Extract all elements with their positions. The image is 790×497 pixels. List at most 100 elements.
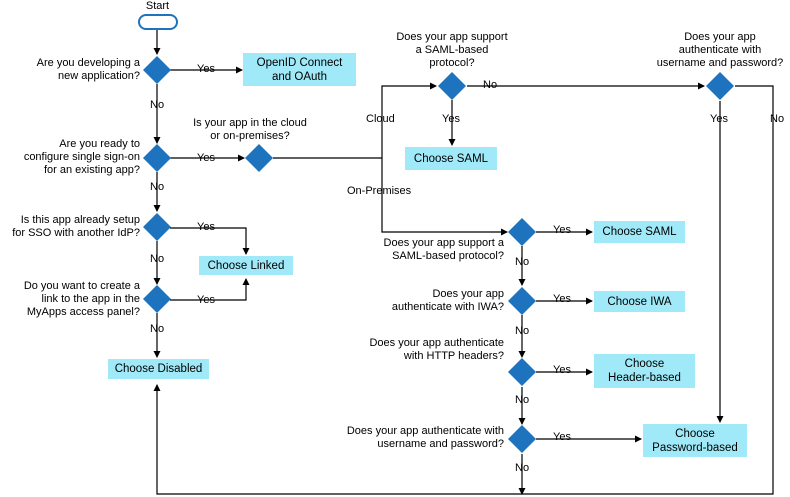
diamond-http-headers xyxy=(508,358,536,386)
edge-label-no: No xyxy=(770,113,785,125)
question-line: Does your app xyxy=(684,31,756,43)
question-line: Is this app already setup xyxy=(20,214,140,226)
diamond-new-app xyxy=(143,56,171,84)
outcome-choose-disabled: Choose Disabled xyxy=(108,359,209,379)
question-line: authenticate with IWA? xyxy=(391,301,504,313)
edge-label-yes: Yes xyxy=(442,113,460,125)
outcome-line: Choose SAML xyxy=(413,152,489,165)
question-line: Does your app authenticate with xyxy=(346,425,504,437)
question-password-top: Does your app authenticate with username… xyxy=(640,31,790,70)
question-saml-cloud: Does your app support a SAML-based proto… xyxy=(382,31,522,70)
decision-diamonds xyxy=(143,56,734,453)
connector-onprem xyxy=(381,158,508,236)
edge-label-yes: Yes xyxy=(710,113,728,125)
diamond-idp-setup xyxy=(143,213,171,241)
edge-label-no: No xyxy=(515,394,530,406)
edge-label-yes: Yes xyxy=(553,224,571,236)
outcome-line: Choose IWA xyxy=(607,295,672,308)
edge-label-no: No xyxy=(150,99,165,111)
question-cloud-onprem: Is your app in the cloud or on-premises? xyxy=(180,117,320,143)
edge-label-no: No xyxy=(150,253,165,265)
outcome-choose-iwa: Choose IWA xyxy=(594,291,685,312)
connector-cloud xyxy=(381,82,437,158)
question-idp-setup: Is this app already setup for SSO with a… xyxy=(0,214,140,240)
diamond-iwa xyxy=(508,287,536,315)
question-line: Does your app authenticate xyxy=(369,337,504,349)
question-new-app: Are you developing a new application? xyxy=(0,57,140,83)
question-line: for SSO with another IdP? xyxy=(12,227,140,239)
question-line: Do you want to create a xyxy=(23,280,140,292)
question-line: Is your app in the cloud xyxy=(193,117,307,129)
diamond-cloud-onprem xyxy=(245,144,273,172)
question-line: a SAML-based xyxy=(415,44,489,56)
outcome-line: and OAuth xyxy=(272,70,327,83)
outcome-line: Choose SAML xyxy=(602,226,677,238)
outcome-choose-linked: Choose Linked xyxy=(199,256,293,275)
outcome-line: Password-based xyxy=(652,441,738,454)
edge-label-yes: Yes xyxy=(553,364,571,376)
question-line: or on-premises? xyxy=(210,130,290,142)
start-terminator xyxy=(138,14,178,30)
connector-pwd-no xyxy=(153,85,774,495)
edge-label-no: No xyxy=(150,181,165,193)
question-saml-onprem: Does your app support a SAML-based proto… xyxy=(330,237,504,263)
outcome-choose-saml-cloud: Choose SAML xyxy=(405,147,497,170)
edge-label-yes: Yes xyxy=(197,152,215,164)
question-line: username and password? xyxy=(656,57,784,69)
edge-label-no: No xyxy=(515,462,530,474)
question-line: SAML-based protocol? xyxy=(392,250,504,262)
diamond-password-bottom xyxy=(508,425,536,453)
question-line: authenticate with xyxy=(678,44,762,56)
diamond-password-top xyxy=(706,72,734,100)
question-myapps-link: Do you want to create a link to the app … xyxy=(0,280,140,319)
question-line: new application? xyxy=(58,70,140,82)
diamond-sso-ready xyxy=(143,144,171,172)
question-line: username and password? xyxy=(377,438,504,450)
question-line: MyApps access panel? xyxy=(26,306,140,318)
outcome-line: Choose Disabled xyxy=(114,363,203,375)
question-http-headers: Does your app authenticate with HTTP hea… xyxy=(330,337,504,363)
outcome-line: Choose Linked xyxy=(207,259,285,272)
edge-label-cloud: Cloud xyxy=(366,113,395,125)
outcome-choose-saml-onprem: Choose SAML xyxy=(594,221,685,243)
edge-label-no: No xyxy=(150,323,165,335)
question-iwa: Does your app authenticate with IWA? xyxy=(330,288,504,314)
question-password-bottom: Does your app authenticate with username… xyxy=(300,425,504,451)
question-line: with HTTP headers? xyxy=(403,350,504,362)
start-label: Start xyxy=(145,0,170,12)
connector-q3-linked xyxy=(170,227,250,255)
edge-label-yes: Yes xyxy=(197,221,215,233)
edge-label-yes: Yes xyxy=(197,294,215,306)
question-line: link to the app in the xyxy=(41,293,140,305)
question-line: protocol? xyxy=(429,57,475,69)
question-line: Does your app support a xyxy=(383,237,504,249)
question-line: Are you ready to xyxy=(59,138,140,150)
edge-label-yes: Yes xyxy=(553,431,571,443)
outcome-line: OpenID Connect xyxy=(256,56,343,69)
outcome-line: Choose xyxy=(675,427,715,440)
question-sso-ready: Are you ready to configure single sign-o… xyxy=(0,138,140,177)
question-line: Does your app support xyxy=(396,31,508,43)
edge-label-no: No xyxy=(515,325,530,337)
edge-label-on-premises: On-Premises xyxy=(347,185,412,197)
diamond-saml-onprem xyxy=(508,218,536,246)
connector-q4-linked xyxy=(170,278,250,301)
edge-label-no: No xyxy=(483,79,498,91)
diamond-saml-cloud xyxy=(438,72,466,100)
edge-label-yes: Yes xyxy=(553,293,571,305)
question-line: configure single sign-on xyxy=(23,151,140,163)
outcome-line: Header-based xyxy=(608,372,681,384)
question-line: Does your app xyxy=(432,288,504,300)
edge-label-no: No xyxy=(515,256,530,268)
connectors xyxy=(153,28,774,495)
question-line: Are you developing a xyxy=(36,57,140,69)
edge-label-yes: Yes xyxy=(197,63,215,75)
diamond-myapps-link xyxy=(143,285,171,313)
outcome-line: Choose xyxy=(624,358,665,370)
question-line: for an existing app? xyxy=(43,164,140,176)
